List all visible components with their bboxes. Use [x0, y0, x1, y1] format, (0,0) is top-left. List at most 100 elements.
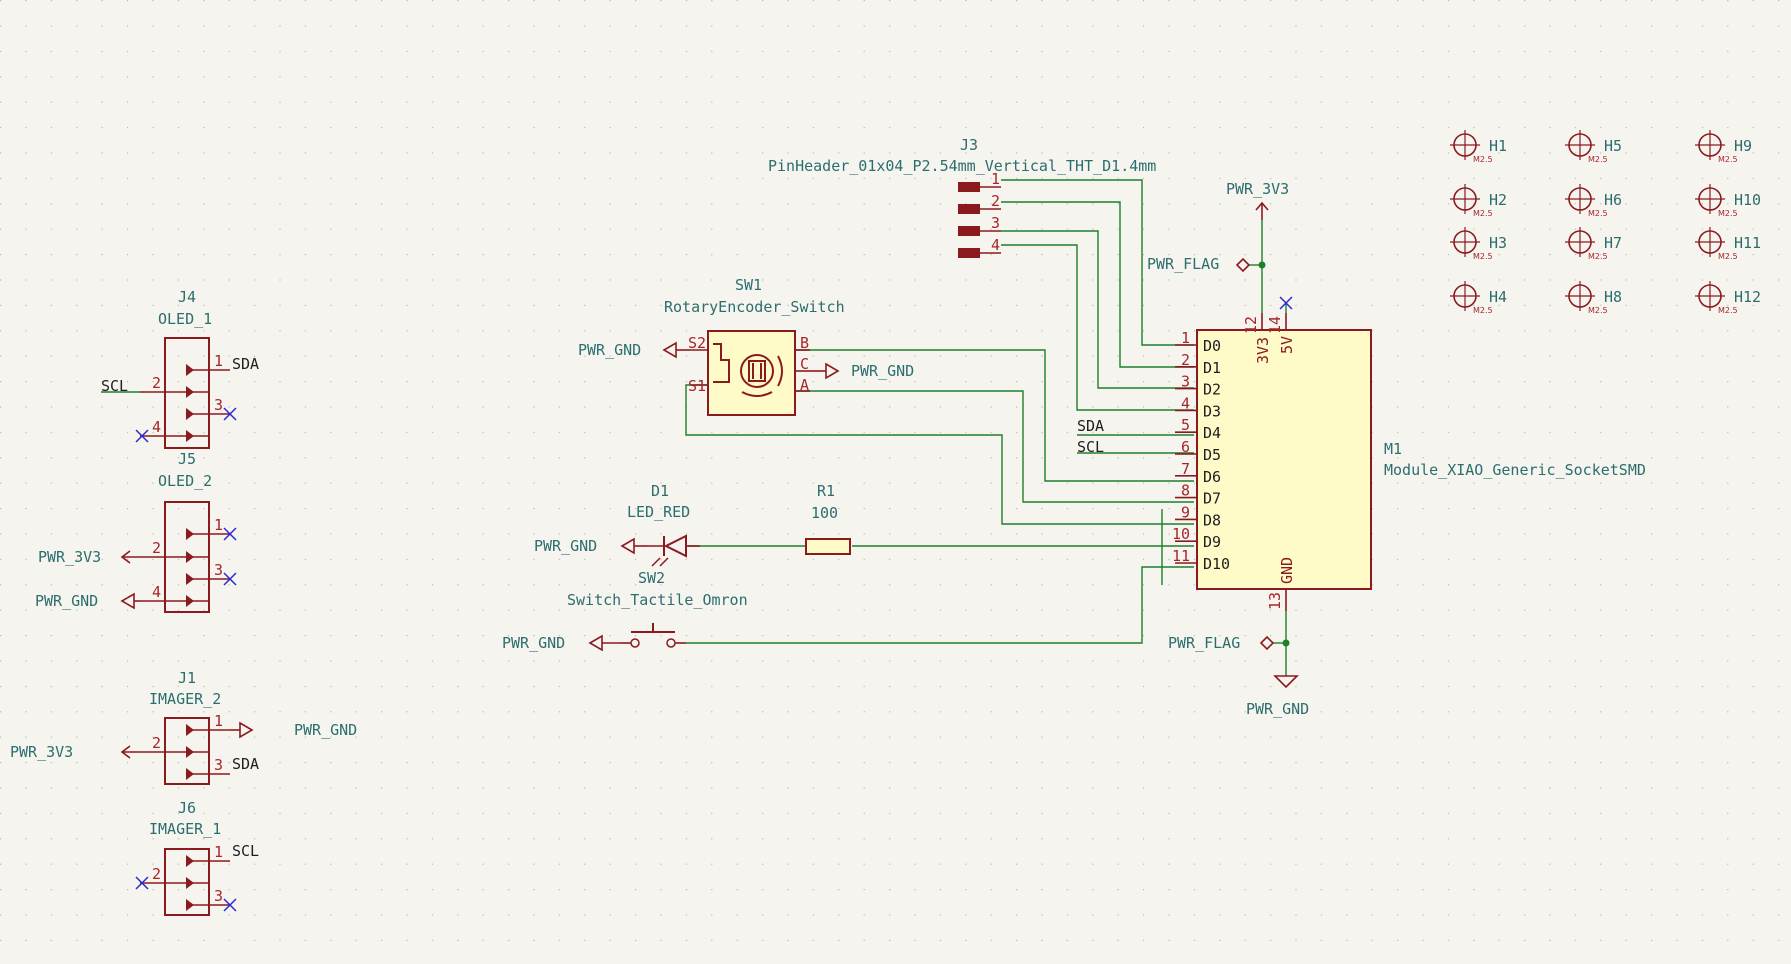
connector-j4[interactable]: J4 OLED_1 SDA SCL 1 2 3 4 [101, 288, 259, 449]
module-pin-num: 2 [1181, 351, 1190, 369]
gnd-sw1-s2[interactable]: PWR_GND [578, 341, 690, 359]
resistor-r1[interactable]: R1 100 [805, 482, 851, 555]
j3-pin4: 4 [991, 236, 1000, 254]
mounting-hole-h6[interactable]: M2.5H6 [1565, 184, 1622, 218]
led-d1[interactable]: D1 LED_RED [627, 482, 700, 567]
j4-value: OLED_1 [158, 310, 212, 328]
module-pin-name: D4 [1203, 424, 1221, 442]
module-pin-num: 4 [1181, 394, 1190, 412]
hole-size: M2.5 [1473, 252, 1493, 261]
gnd-module-label: PWR_GND [1246, 700, 1309, 718]
j3-pin1: 1 [991, 170, 1000, 188]
gnd-d1[interactable]: PWR_GND [534, 537, 647, 555]
module-pin-num: 9 [1181, 503, 1190, 521]
mounting-hole-h2[interactable]: M2.5H2 [1450, 184, 1507, 218]
pin-number: 4 [152, 583, 161, 601]
module-pin12-num: 12 [1242, 316, 1260, 334]
mounting-hole-h7[interactable]: M2.5H7 [1565, 227, 1622, 261]
sw1-pin-b: B [800, 334, 809, 352]
mounting-hole-h9[interactable]: M2.5H9 [1695, 130, 1752, 164]
hole-ref: H5 [1604, 137, 1622, 155]
r1-value: 100 [811, 504, 838, 522]
hole-ref: H1 [1489, 137, 1507, 155]
rotary-encoder-sw1[interactable]: SW1 RotaryEncoder_Switch S2 S1 B C A [664, 276, 845, 416]
j4-ref: J4 [178, 288, 196, 306]
module-ref: M1 [1384, 440, 1402, 458]
module-pin-name: D8 [1203, 511, 1221, 529]
j4-sda: SDA [232, 355, 259, 373]
d1-value: LED_RED [627, 503, 690, 521]
connector-j6[interactable]: J6 IMAGER_1 SCL 123 [140, 799, 259, 916]
j6-ref: J6 [178, 799, 196, 817]
hole-size: M2.5 [1588, 155, 1608, 164]
module-pin-name: D7 [1203, 490, 1221, 508]
module-pin-num: 5 [1181, 416, 1190, 434]
pin-number: 2 [152, 865, 161, 883]
mounting-hole-h5[interactable]: M2.5H5 [1565, 130, 1622, 164]
gnd-sw1-c-label: PWR_GND [851, 362, 914, 380]
hole-ref: H4 [1489, 288, 1507, 306]
power-flag-top[interactable]: PWR_FLAG [1147, 255, 1251, 273]
gnd-sw2[interactable]: PWR_GND [502, 634, 620, 652]
pin-number: 1 [214, 352, 223, 370]
module-pin-num: 11 [1172, 547, 1190, 565]
module-pin13-name: GND [1278, 557, 1296, 584]
mounting-hole-h3[interactable]: M2.5H3 [1450, 227, 1507, 261]
module-value: Module_XIAO_Generic_SocketSMD [1384, 461, 1646, 479]
sw1-pin-c: C [800, 355, 809, 373]
pin-number: 3 [214, 396, 223, 414]
pin-number: 3 [214, 756, 223, 774]
module-pin12-name: 3V3 [1254, 337, 1272, 364]
hole-size: M2.5 [1718, 306, 1738, 315]
j6-scl: SCL [232, 842, 259, 860]
j4-scl: SCL [101, 377, 128, 395]
mounting-hole-h4[interactable]: M2.5H4 [1450, 281, 1507, 315]
wires [685, 179, 1290, 676]
sw1-pin-a: A [800, 376, 809, 394]
j3-pin2: 2 [991, 192, 1000, 210]
hole-ref: H9 [1734, 137, 1752, 155]
j5-ref: J5 [178, 450, 196, 468]
no-connect-markers [135, 407, 237, 912]
j3-ref: J3 [960, 136, 978, 154]
module-m1[interactable]: M1 Module_XIAO_Generic_SocketSMD 12 1 4 3… [1172, 296, 1646, 611]
no-connect-icon [1279, 296, 1293, 310]
tactile-switch-sw2[interactable]: SW2 Switch_Tactile_Omron [567, 569, 748, 648]
hole-size: M2.5 [1588, 209, 1608, 218]
power-gnd-module[interactable]: PWR_GND [1246, 675, 1309, 718]
flag-top-label: PWR_FLAG [1147, 255, 1219, 273]
pin-number: 1 [214, 712, 223, 730]
j3-pin3: 3 [991, 214, 1000, 232]
module-pin-num: 3 [1181, 373, 1190, 391]
gnd-d1-label: PWR_GND [534, 537, 597, 555]
pin-number: 3 [214, 561, 223, 579]
mounting-hole-h1[interactable]: M2.5H1 [1450, 130, 1507, 164]
flag-bottom-label: PWR_FLAG [1168, 634, 1240, 652]
pin-number: 2 [152, 374, 161, 392]
header-j3[interactable]: J3 PinHeader_01x04_P2.54mm_Vertical_THT_… [768, 136, 1156, 258]
module-pin-name: D2 [1203, 381, 1221, 399]
j1-sda: SDA [232, 755, 259, 773]
r1-ref: R1 [817, 482, 835, 500]
hole-size: M2.5 [1473, 306, 1493, 315]
gnd-sw1-s2-label: PWR_GND [578, 341, 641, 359]
module-pin-name: D5 [1203, 446, 1221, 464]
gnd-sw1-c[interactable]: PWR_GND [810, 362, 914, 380]
pin-number: 2 [152, 539, 161, 557]
pin-number: 3 [214, 887, 223, 905]
power-flag-bottom[interactable]: PWR_FLAG [1168, 634, 1275, 652]
mounting-hole-h8[interactable]: M2.5H8 [1565, 281, 1622, 315]
module-pin-num: 1 [1181, 329, 1190, 347]
pin-number: 4 [152, 418, 161, 436]
power-3v3-module[interactable]: PWR_3V3 [1226, 180, 1289, 220]
hole-size: M2.5 [1588, 252, 1608, 261]
module-body [1196, 329, 1372, 590]
pin-number: 2 [152, 734, 161, 752]
connector-j1[interactable]: J1 IMAGER_2 PWR_GND PWR_3V3 SDA 123 [10, 669, 357, 785]
